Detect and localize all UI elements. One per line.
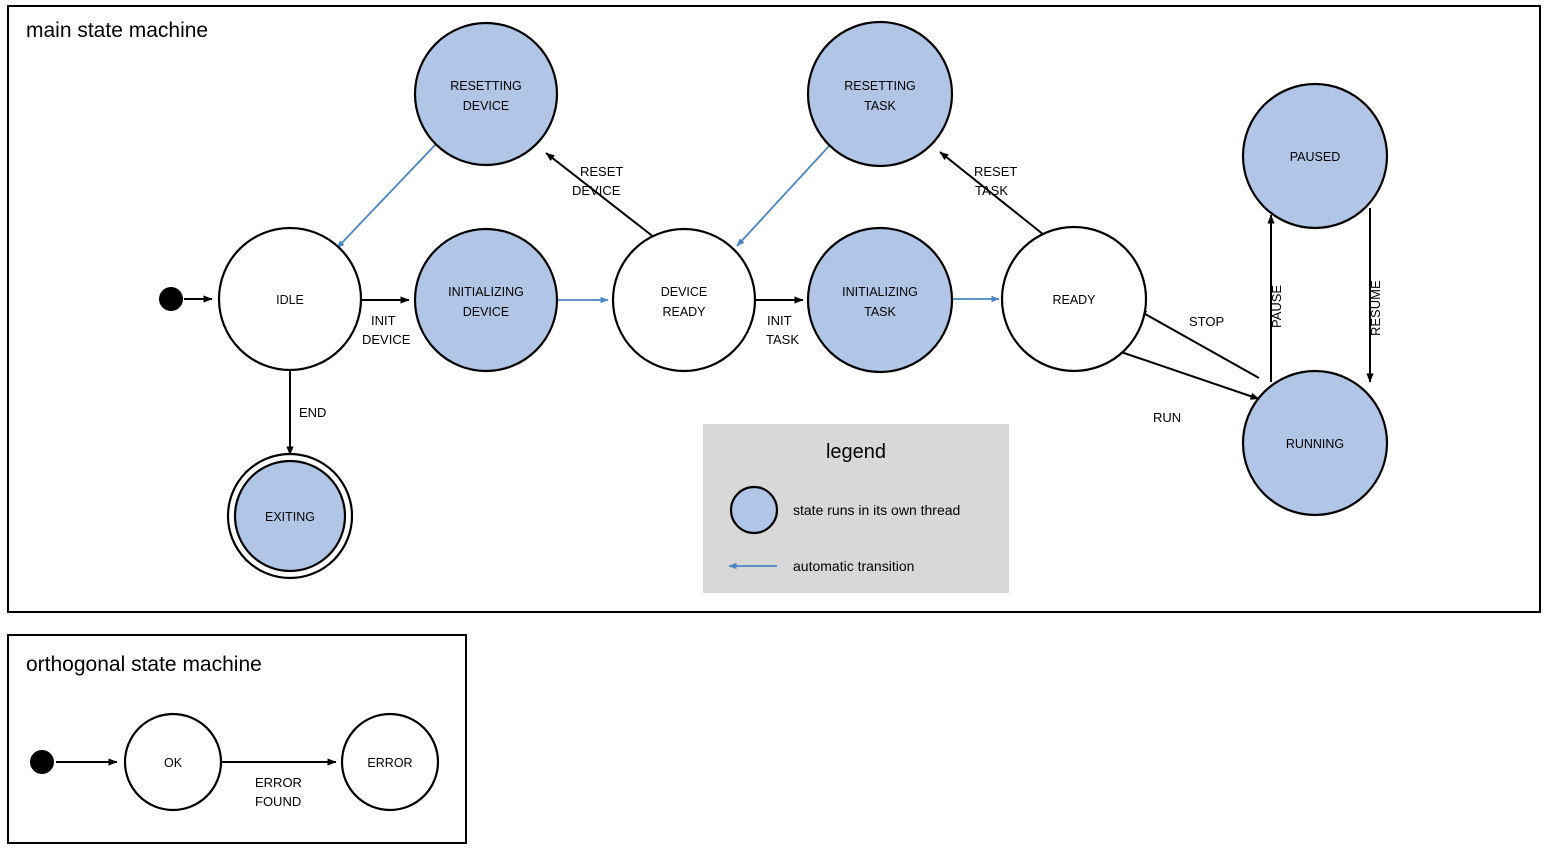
state-node-ok[interactable]: OK bbox=[123, 712, 223, 812]
edge-label-init-task-line1: INIT bbox=[767, 313, 792, 328]
transition-resetting-task-to-device-ready bbox=[736, 144, 831, 247]
state-node-idle[interactable]: IDLE bbox=[217, 226, 363, 372]
state-node-paused[interactable]: PAUSED bbox=[1241, 82, 1389, 230]
legend-thread-state-text: state runs in its own thread bbox=[793, 502, 960, 518]
state-node-resetting-device[interactable]: RESETTING DEVICE bbox=[413, 21, 559, 167]
initial-state-dot-main[interactable] bbox=[159, 287, 183, 311]
state-label-initializing-task-line1: INITIALIZING bbox=[842, 285, 918, 299]
main-state-machine-frame bbox=[7, 5, 1541, 613]
state-label-initializing-device-line2: DEVICE bbox=[463, 305, 510, 319]
state-circle-ok[interactable] bbox=[123, 712, 223, 812]
legend-panel: legend state runs in its own thread auto… bbox=[703, 424, 1009, 593]
legend-title: legend bbox=[826, 441, 886, 463]
state-node-exiting[interactable]: EXITING bbox=[226, 452, 354, 580]
state-label-resetting-task-line1: RESETTING bbox=[844, 79, 916, 93]
state-circle-error[interactable] bbox=[340, 712, 440, 812]
state-node-resetting-task[interactable]: RESETTING TASK bbox=[806, 20, 954, 168]
state-circle-device-ready[interactable] bbox=[611, 227, 757, 373]
edge-label-stop: STOP bbox=[1189, 314, 1224, 329]
state-circle-paused[interactable] bbox=[1241, 82, 1389, 230]
transition-resetting-device-to-idle bbox=[336, 143, 437, 249]
state-label-exiting: EXITING bbox=[265, 510, 315, 524]
state-label-idle: IDLE bbox=[276, 293, 304, 307]
legend-automatic-transition-text: automatic transition bbox=[793, 558, 914, 574]
edge-label-reset-task-line2: TASK bbox=[975, 183, 1008, 198]
state-circle-resetting-device[interactable] bbox=[413, 21, 559, 167]
edge-label-error-found-line1: ERROR bbox=[255, 775, 302, 790]
transition-device-ready-to-resetting-device bbox=[545, 152, 656, 239]
edge-label-run: RUN bbox=[1153, 410, 1181, 425]
edge-label-pause: PAUSE bbox=[1269, 285, 1284, 328]
edge-label-init-task-line2: TASK bbox=[766, 332, 799, 347]
state-label-initializing-device-line1: INITIALIZING bbox=[448, 285, 524, 299]
orthogonal-state-machine-title: orthogonal state machine bbox=[26, 653, 262, 676]
state-node-ready[interactable]: READY bbox=[1000, 225, 1148, 373]
orthogonal-state-machine-frame bbox=[7, 634, 467, 844]
state-circle-idle[interactable] bbox=[217, 226, 363, 372]
state-label-resetting-device-line2: DEVICE bbox=[463, 99, 510, 113]
state-circle-exiting-inner[interactable] bbox=[233, 459, 347, 573]
state-label-running: RUNNING bbox=[1286, 437, 1344, 451]
edge-label-resume: RESUME bbox=[1368, 280, 1383, 336]
edge-label-end: END bbox=[299, 405, 326, 420]
edge-label-reset-device-line2: DEVICE bbox=[572, 183, 621, 198]
transition-ready-to-resetting-task bbox=[939, 151, 1045, 236]
initial-state-dot-orthogonal[interactable] bbox=[30, 750, 54, 774]
state-node-device-ready[interactable]: DEVICE READY bbox=[611, 227, 757, 373]
transition-running-to-ready bbox=[1137, 309, 1260, 379]
state-label-initializing-task-line2: TASK bbox=[864, 305, 896, 319]
legend-thread-state-swatch bbox=[729, 485, 779, 535]
state-label-device-ready-line2: READY bbox=[662, 305, 706, 319]
state-label-ready: READY bbox=[1052, 293, 1096, 307]
state-node-running[interactable]: RUNNING bbox=[1241, 369, 1389, 517]
main-state-machine-title: main state machine bbox=[26, 19, 208, 42]
state-label-device-ready-line1: DEVICE bbox=[661, 285, 708, 299]
state-circle-resetting-task[interactable] bbox=[806, 20, 954, 168]
main-state-machine-container: main state machine bbox=[7, 5, 1541, 613]
state-node-initializing-task[interactable]: INITIALIZING TASK bbox=[806, 226, 954, 374]
state-label-error: ERROR bbox=[367, 756, 412, 770]
state-circle-running[interactable] bbox=[1241, 369, 1389, 517]
edge-label-error-found-line2: FOUND bbox=[255, 794, 301, 809]
transition-ready-to-running bbox=[1120, 351, 1260, 400]
orthogonal-state-machine-container: orthogonal state machine OK ERROR FOUND … bbox=[7, 634, 467, 844]
state-node-initializing-device[interactable]: INITIALIZING DEVICE bbox=[413, 227, 559, 373]
state-node-error[interactable]: ERROR bbox=[340, 712, 440, 812]
edge-label-init-device-line2: DEVICE bbox=[362, 332, 411, 347]
main-transitions-layer bbox=[184, 143, 1374, 456]
edge-label-reset-device-line1: RESET bbox=[580, 164, 623, 179]
state-label-ok: OK bbox=[164, 756, 183, 770]
main-transition-labels: INIT DEVICE RESET DEVICE INIT TASK RESET… bbox=[299, 164, 1383, 425]
state-circle-ready[interactable] bbox=[1000, 225, 1148, 373]
state-circle-initializing-task[interactable] bbox=[806, 226, 954, 374]
state-label-resetting-task-line2: TASK bbox=[864, 99, 896, 113]
edge-label-reset-task-line1: RESET bbox=[974, 164, 1017, 179]
edge-label-init-device-line1: INIT bbox=[371, 313, 396, 328]
state-label-paused: PAUSED bbox=[1290, 150, 1340, 164]
state-label-resetting-device-line1: RESETTING bbox=[450, 79, 522, 93]
state-circle-initializing-device[interactable] bbox=[413, 227, 559, 373]
